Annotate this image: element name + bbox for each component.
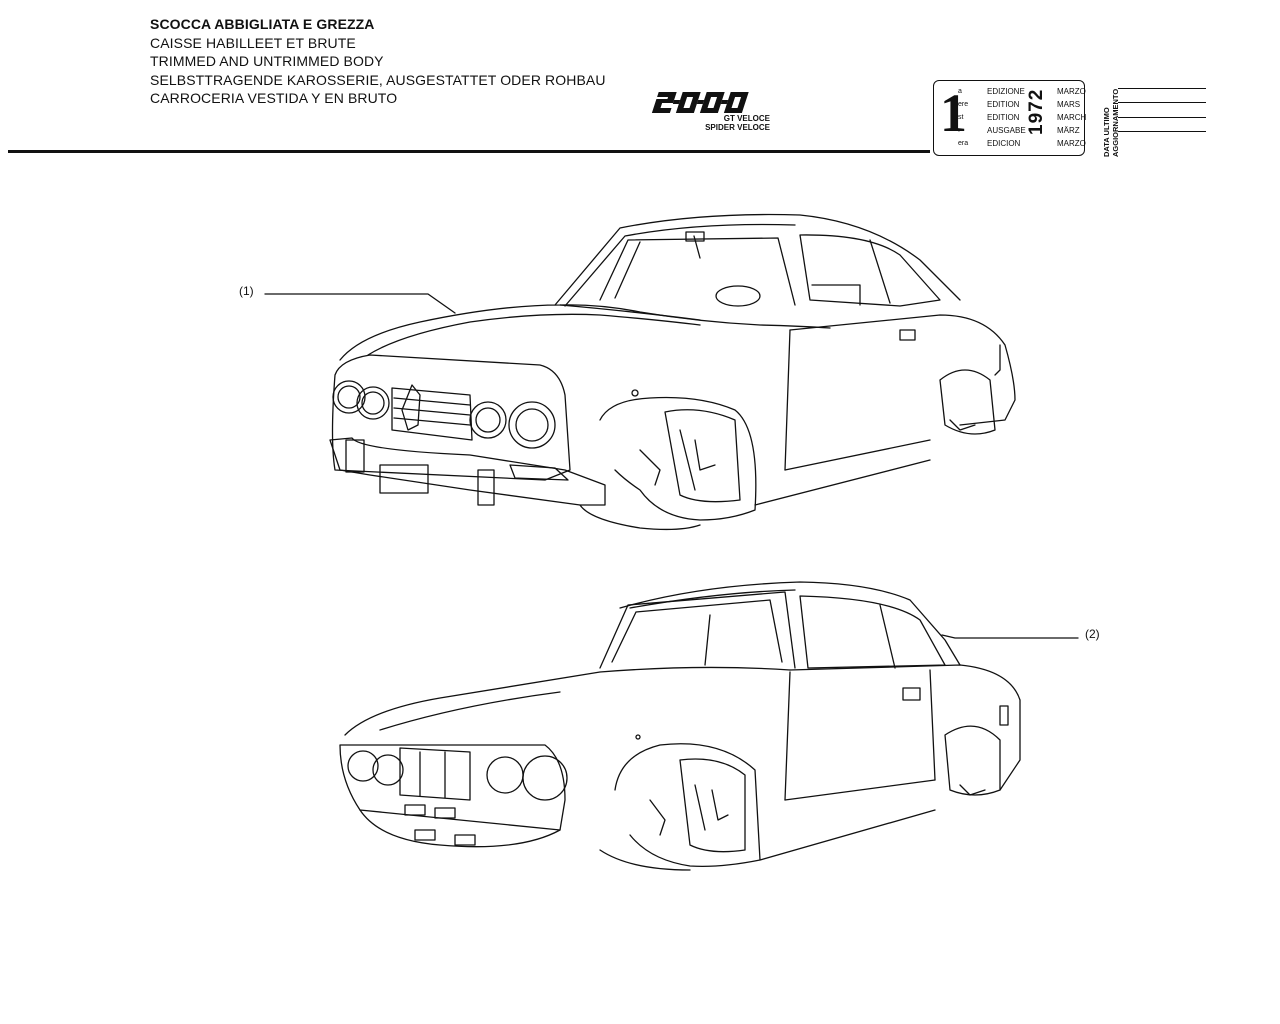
edition-label: EDITION <box>987 113 1020 122</box>
callout-label-2: (2) <box>1085 627 1100 641</box>
update-line <box>1118 130 1206 132</box>
edition-month: MARCH <box>1057 113 1087 122</box>
leader-line-2 <box>941 634 1079 639</box>
logo-model-gt: GT VELOCE <box>723 114 770 123</box>
logo-model-spider: SPIDER VELOCE <box>705 123 770 132</box>
update-line <box>1118 88 1206 89</box>
edition-label: EDICION <box>987 139 1021 148</box>
last-update-lines <box>1118 88 1206 145</box>
edition-suffix: st <box>958 114 964 121</box>
header-titles: SCOCCA ABBIGLIATA E GREZZA CAISSE HABILL… <box>150 15 606 108</box>
title-english: TRIMMED AND UNTRIMMED BODY <box>150 53 384 70</box>
edition-suffix: a <box>958 88 962 95</box>
edition-month: MARZO <box>1057 87 1086 96</box>
edition-month: MARZO <box>1057 139 1086 148</box>
header-rule <box>8 150 930 153</box>
title-french: CAISSE HABILLEET ET BRUTE <box>150 34 356 51</box>
edition-suffix: . <box>958 127 960 134</box>
untrimmed-body-drawing <box>339 581 1021 871</box>
leader-line-1 <box>264 293 456 314</box>
update-line <box>1118 116 1206 118</box>
edition-month: MARS <box>1057 100 1081 109</box>
title-spanish: CARROCERIA VESTIDA Y EN BRUTO <box>150 90 398 107</box>
edition-label: EDIZIONE <box>987 87 1025 96</box>
callout-label-1: (1) <box>239 284 254 298</box>
model-logo: GT VELOCE SPIDER VELOCE <box>650 88 780 136</box>
edition-suffix: era <box>958 140 969 147</box>
title-italian: SCOCCA ABBIGLIATA E GREZZA <box>150 16 375 32</box>
edition-label: EDITION <box>987 100 1020 109</box>
edition-box: 1 a ere st . era EDIZIONE EDITION EDITIO… <box>933 80 1087 156</box>
edition-number: 1 <box>940 83 967 143</box>
edition-month: MÄRZ <box>1057 126 1080 135</box>
edition-label: AUSGABE <box>987 126 1026 135</box>
update-line <box>1118 102 1206 104</box>
logo-wordmark <box>651 92 749 113</box>
edition-suffix: ere <box>958 101 969 108</box>
title-german: SELBSTTRAGENDE KAROSSERIE, AUSGESTATTET … <box>150 71 606 88</box>
trimmed-body-drawing <box>329 213 1016 531</box>
